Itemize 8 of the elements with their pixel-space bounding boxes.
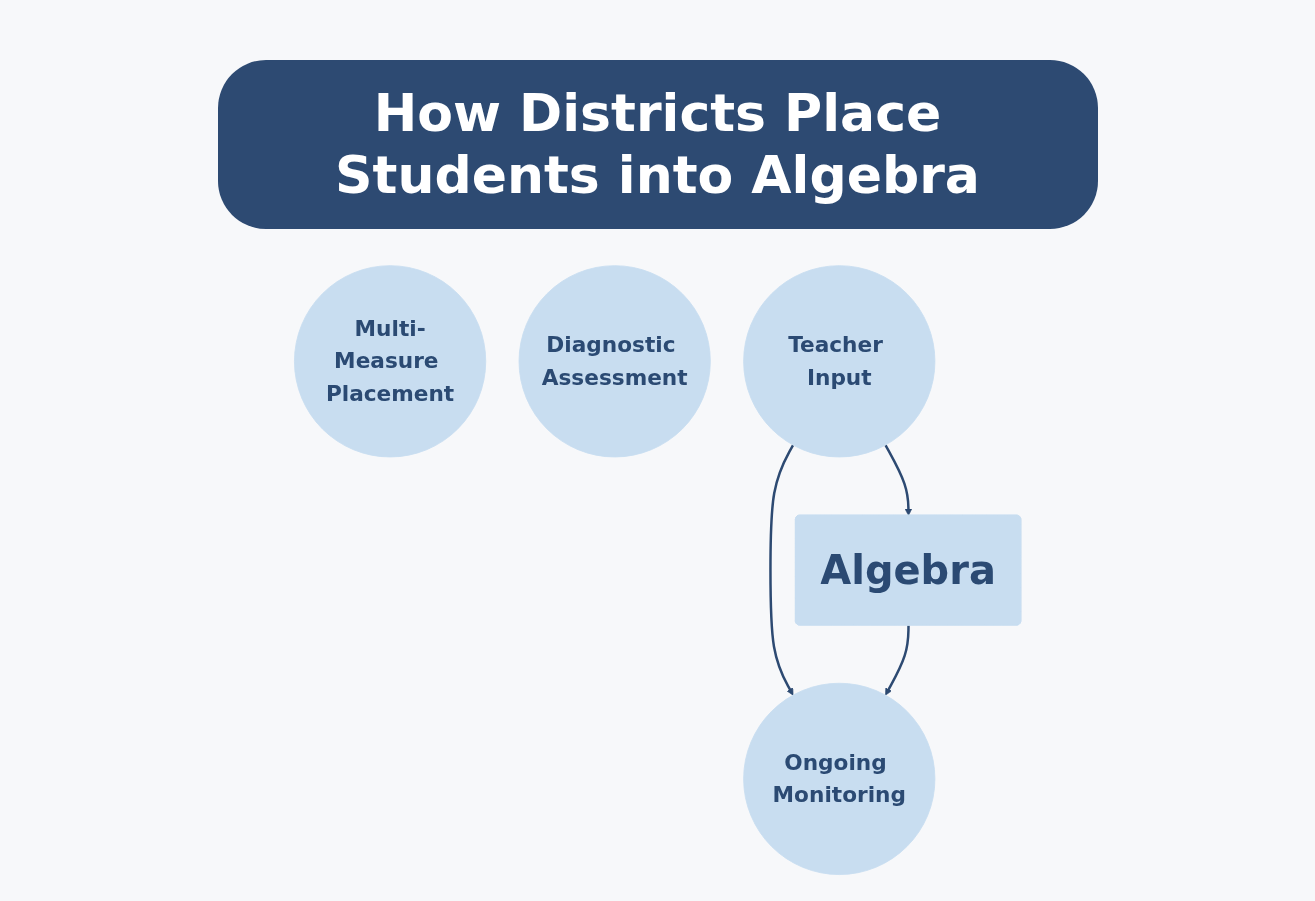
node-circle: Teacher Input xyxy=(743,265,936,458)
node-circle: Multi-Measure Placement xyxy=(293,265,487,458)
title-banner: How Districts Place Students into Algebra xyxy=(217,60,1098,229)
arrow xyxy=(885,625,910,696)
arrow xyxy=(769,444,795,696)
node-circle: Diagnostic Assessment xyxy=(518,265,711,458)
node-circle: Ongoing Monitoring xyxy=(743,682,936,875)
arrow xyxy=(884,444,912,516)
